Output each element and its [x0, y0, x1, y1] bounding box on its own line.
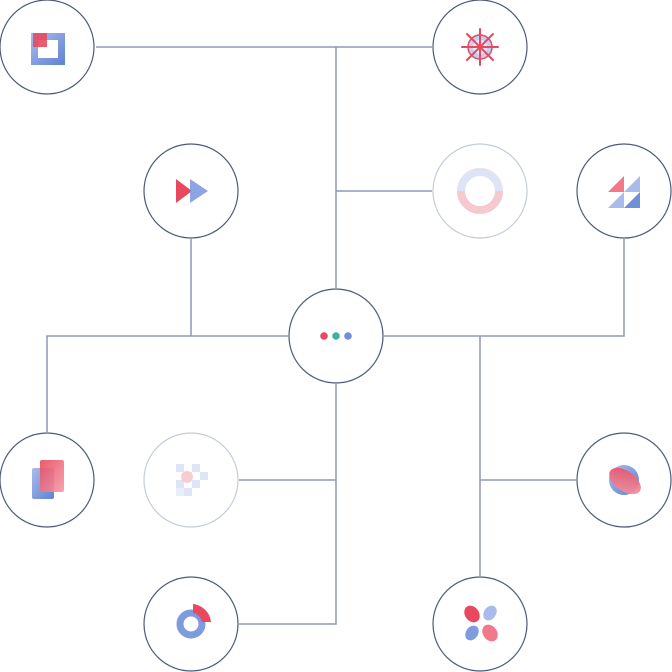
- stacked-cards-icon: [32, 460, 64, 499]
- connector-bottom-branch: [239, 384, 337, 625]
- node-cards[interactable]: [0, 432, 95, 528]
- node-ring[interactable]: [432, 143, 528, 239]
- hub-node[interactable]: [288, 288, 384, 384]
- ring-icon: [457, 168, 503, 214]
- more-dots-icon: [320, 332, 352, 340]
- connector-left-branch: [46, 335, 288, 432]
- petals-icon: [464, 605, 498, 642]
- node-triangles[interactable]: [576, 143, 672, 239]
- sparkle-target-icon: [461, 28, 499, 66]
- layers-square-icon: [31, 33, 65, 65]
- planet-icon: [609, 465, 641, 495]
- fast-forward-icon: [176, 179, 208, 203]
- node-top-left[interactable]: [0, 0, 95, 95]
- node-donut[interactable]: [143, 576, 239, 672]
- checker-blur-icon: [176, 464, 208, 496]
- donut-chart-icon: [176, 604, 211, 639]
- node-checker[interactable]: [143, 432, 239, 528]
- node-petals[interactable]: [432, 576, 528, 672]
- node-fast-forward[interactable]: [143, 143, 239, 239]
- connector-lines: [46, 46, 625, 625]
- connector-right-branch: [384, 239, 625, 337]
- node-top-right[interactable]: [432, 0, 528, 95]
- node-planet[interactable]: [576, 432, 672, 528]
- triangles-grid-icon: [608, 176, 640, 208]
